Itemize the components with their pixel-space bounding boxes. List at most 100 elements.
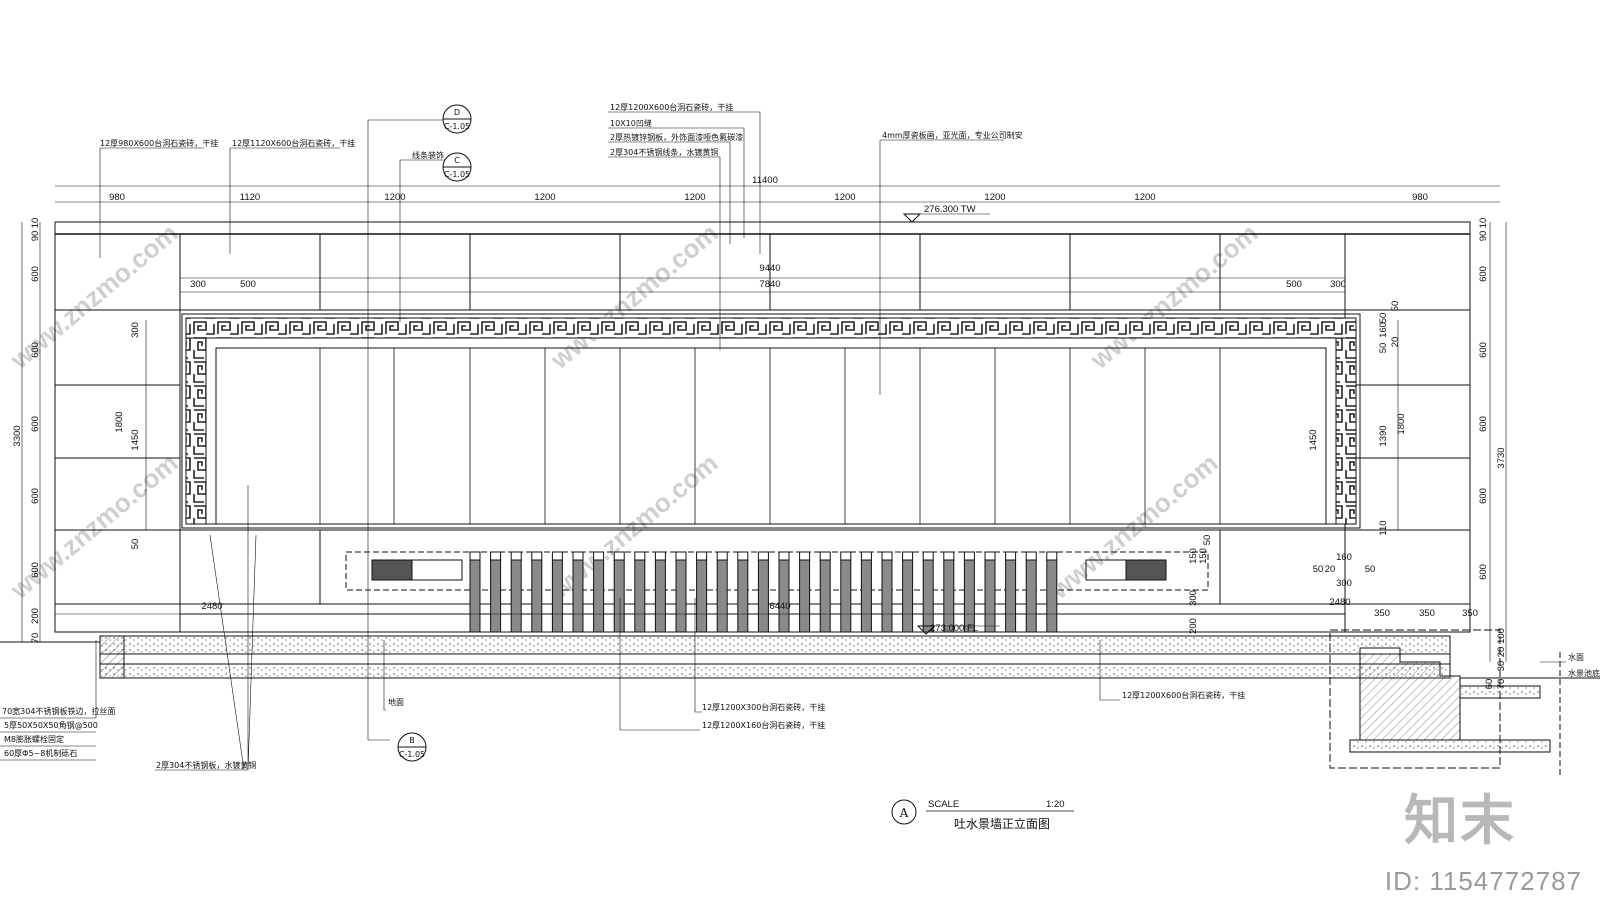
water-strip <box>634 559 646 633</box>
spout-cap <box>1025 551 1037 561</box>
dim-left-row: 70 <box>30 633 41 644</box>
callout-text: 70宽304不锈钢板铁边，拉丝面 <box>2 706 115 716</box>
water-strip-group <box>469 551 1058 633</box>
dim-frame: 20 <box>1390 337 1401 348</box>
spout-cap <box>634 551 646 561</box>
dim-frame: 160 <box>1378 322 1389 338</box>
water-strip <box>696 559 708 633</box>
water-strip <box>551 559 563 633</box>
water-strip <box>1046 559 1058 633</box>
water-strip <box>572 559 584 633</box>
dim-base: 100 <box>1496 628 1507 644</box>
dim-left-row: 10 <box>30 218 41 229</box>
level-marker-finish: 273.000 FL <box>916 623 1000 635</box>
callout-text: 12厚1200X600台洞石瓷砖，干挂 <box>1122 690 1245 700</box>
dim-right-row: 600 <box>1478 342 1489 358</box>
callout-text: 水面 <box>1568 652 1584 662</box>
section-mark-ref: C-1.05 <box>444 170 470 179</box>
callout-notes: 12厚980X600台洞石瓷砖，干挂 12厚1120X600台洞石瓷砖，干挂 线… <box>0 102 1600 770</box>
dim-inner-overall: 9440 <box>759 263 780 274</box>
spout-cap <box>922 551 934 561</box>
left-dimensions: 3300 10 90 600 600 600 600 600 200 70 30… <box>12 218 141 644</box>
water-strip <box>1025 559 1037 633</box>
scale-label: SCALE <box>928 799 959 810</box>
level-top-label: 276.300 TW <box>924 204 976 215</box>
spout-cap <box>799 551 811 561</box>
spout-cap <box>613 551 625 561</box>
spout-cap <box>819 551 831 561</box>
dim-left-overall: 3300 <box>12 425 23 446</box>
dim-lower: 50 <box>1313 564 1324 575</box>
callout-text: M8膨胀螺栓固定 <box>4 734 64 744</box>
section-mark-b: B C-1.05 <box>397 732 427 762</box>
dim-right-row: 10 <box>1478 218 1489 229</box>
callout-text: 12厚1200X160台洞石瓷砖，干挂 <box>702 720 825 730</box>
water-strip <box>881 559 893 633</box>
dim-small: 500 <box>240 279 256 290</box>
dim-right-row: 600 <box>1478 488 1489 504</box>
section-mark-letter: B <box>409 736 415 745</box>
water-strip <box>593 559 605 633</box>
dim-seg: 980 <box>109 192 125 203</box>
dim-base: 60 <box>1484 679 1495 690</box>
water-strip <box>757 559 769 633</box>
section-mark-letter: C <box>454 156 460 165</box>
water-strip <box>737 559 749 633</box>
dim-right-row: 600 <box>1478 416 1489 432</box>
dim-inner: 1800 <box>114 411 125 432</box>
watermark-text: www.znzmo.com <box>544 218 724 376</box>
fret-border-frame <box>181 313 1361 529</box>
dim-base: 70 <box>1496 679 1507 690</box>
dim-frame: 50 <box>1378 313 1389 324</box>
spout-cap <box>572 551 584 561</box>
spout-cap <box>593 551 605 561</box>
dim-lower: 160 <box>1336 552 1352 563</box>
dim-lower: 20 <box>1325 564 1336 575</box>
dim-left-row: 600 <box>30 562 41 578</box>
spout-cap <box>860 551 872 561</box>
dim-base: 350 <box>1374 608 1390 619</box>
spout-cap <box>984 551 996 561</box>
callout-text: 60厚Φ5~8机制砾石 <box>4 748 77 758</box>
spout-cap <box>531 551 543 561</box>
dim-left-row: 200 <box>30 608 41 624</box>
dim-small: 300 <box>1330 279 1346 290</box>
callout-text: 5厚50X50X50角钢@500 <box>4 720 98 730</box>
dim-lower: 300 <box>1336 578 1352 589</box>
callout-text: 地面 <box>388 697 404 707</box>
dim-right-row: 600 <box>1478 266 1489 282</box>
spout-cap <box>881 551 893 561</box>
spout-cap <box>963 551 975 561</box>
brand-logo: 知末 <box>1404 789 1516 852</box>
dim-right-row: 90 <box>1478 231 1489 242</box>
drawing-title: 吐水景墙正立面图 <box>954 816 1050 831</box>
dim-left-row: 600 <box>30 266 41 282</box>
dim-seg: 1200 <box>384 192 405 203</box>
watermark-text: www.znzmo.com <box>1044 448 1224 606</box>
dim-frame: 50 <box>1390 301 1401 312</box>
callout-text: 12厚980X600台洞石瓷砖，干挂 <box>100 138 218 148</box>
water-strip <box>1005 559 1017 633</box>
section-mark-d: D C-1.05 <box>442 104 472 134</box>
watermark-text: www.znzmo.com <box>1084 218 1264 376</box>
dim-small: 500 <box>1286 279 1302 290</box>
section-mark-ref: C-1.05 <box>444 122 470 131</box>
image-id-label: ID: 1154772787 <box>1384 866 1582 896</box>
dim-inner: 50 <box>130 539 141 550</box>
spout-cap <box>757 551 769 561</box>
water-strip <box>716 559 728 633</box>
water-strip <box>469 559 481 633</box>
dim-left-row: 600 <box>30 488 41 504</box>
top-dimensions: 11400 980 1120 1200 1200 1200 1200 1200 … <box>109 175 1428 290</box>
water-strip <box>902 559 914 633</box>
dim-seg: 980 <box>1412 192 1428 203</box>
callout-text: 2厚304不锈钢板，水镀黄铜 <box>156 760 256 770</box>
dim-seg: 1120 <box>240 192 260 203</box>
water-strip <box>531 559 543 633</box>
level-finish-label: 273.000 FL <box>930 623 978 634</box>
spout-cap <box>902 551 914 561</box>
callout-text: 2厚304不锈钢线条，水镀黄铜 <box>610 147 718 157</box>
dim-lower: 2480 <box>1329 597 1350 608</box>
callout-text: 10X10凹缝 <box>610 118 652 128</box>
